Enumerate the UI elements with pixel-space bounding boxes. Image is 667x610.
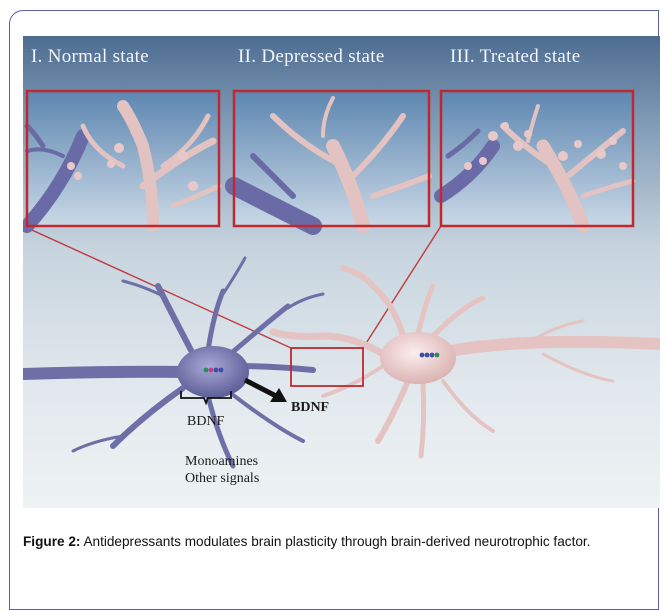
caption-text: Antidepressants modulates brain plastici… <box>83 534 590 549</box>
bdnf-brace-label: BDNF <box>187 414 224 430</box>
figure-caption: Figure 2: Antidepressants modulates brai… <box>23 533 663 550</box>
panel-title-depressed: II. Depressed state <box>238 46 385 68</box>
signals-label-other: Other signals <box>185 471 259 487</box>
signals-label-monoamines: Monoamines <box>185 454 258 470</box>
panel-depressed-state <box>234 91 429 226</box>
panel-title-treated: III. Treated state <box>450 46 580 68</box>
panel-title-normal: I. Normal state <box>31 46 149 68</box>
panel-normal-state <box>27 91 219 226</box>
figure-svg <box>23 36 660 508</box>
bdnf-arrow-label: BDNF <box>291 400 329 416</box>
caption-lead: Figure 2: <box>23 534 80 549</box>
figure-illustration: I. Normal state II. Depressed state III.… <box>23 36 660 508</box>
panel-treated-state <box>441 91 633 226</box>
